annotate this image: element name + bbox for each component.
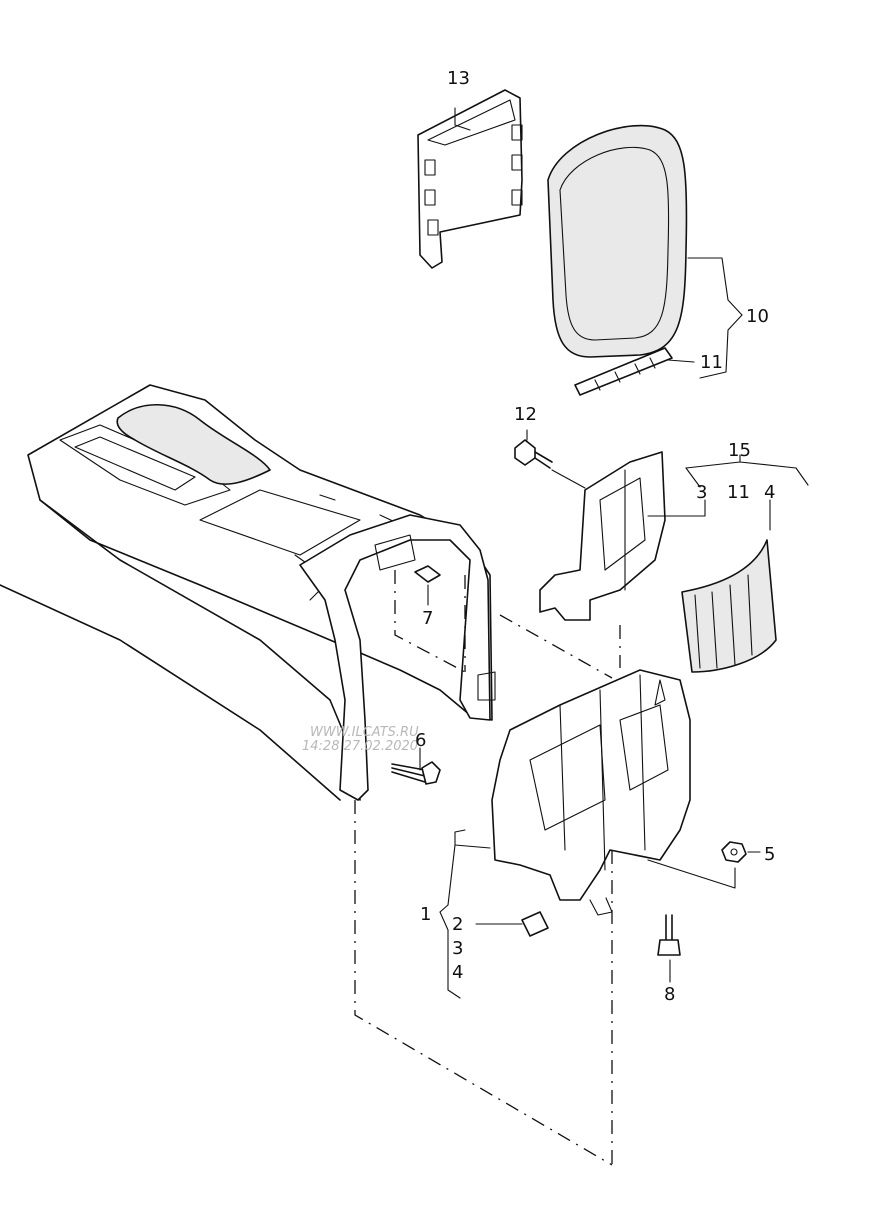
side-cover-part [681,539,777,673]
armrest-lid-part [547,124,688,396]
clip-part [521,911,549,937]
callout-4-lower: 4 [452,962,463,983]
callout-10: 10 [746,306,769,327]
callout-13: 13 [447,68,470,89]
main-bracket-part [491,669,691,916]
callout-3-upper: 3 [696,482,707,503]
watermark-line2: 14:28 27.02.2020 [302,739,418,754]
rear-trim-panel [299,514,496,801]
callout-1: 1 [420,904,431,925]
assembly-lines [354,570,621,1166]
side-bracket-part [539,451,666,621]
clip-nut-part [414,565,441,583]
nut-part [721,841,747,863]
armrest-frame-part [417,89,523,269]
callout-5: 5 [764,844,775,865]
center-console-body [0,384,493,801]
callout-11-lid: 11 [700,352,723,373]
leader-lines [419,107,809,999]
callout-4-upper: 4 [764,482,775,503]
callout-6: 6 [415,730,426,751]
callout-2: 2 [452,914,463,935]
callout-11-group: 11 [727,482,750,503]
bolt-6-part [391,761,441,785]
bolt-12-part [514,439,553,469]
callout-8: 8 [664,984,675,1005]
callout-12: 12 [514,404,537,425]
bolt-8-part [657,914,681,956]
watermark-line1: WWW.ILCATS.RU [310,725,419,740]
callout-15: 15 [728,440,751,461]
callout-7: 7 [422,608,433,629]
callout-3-lower: 3 [452,938,463,959]
